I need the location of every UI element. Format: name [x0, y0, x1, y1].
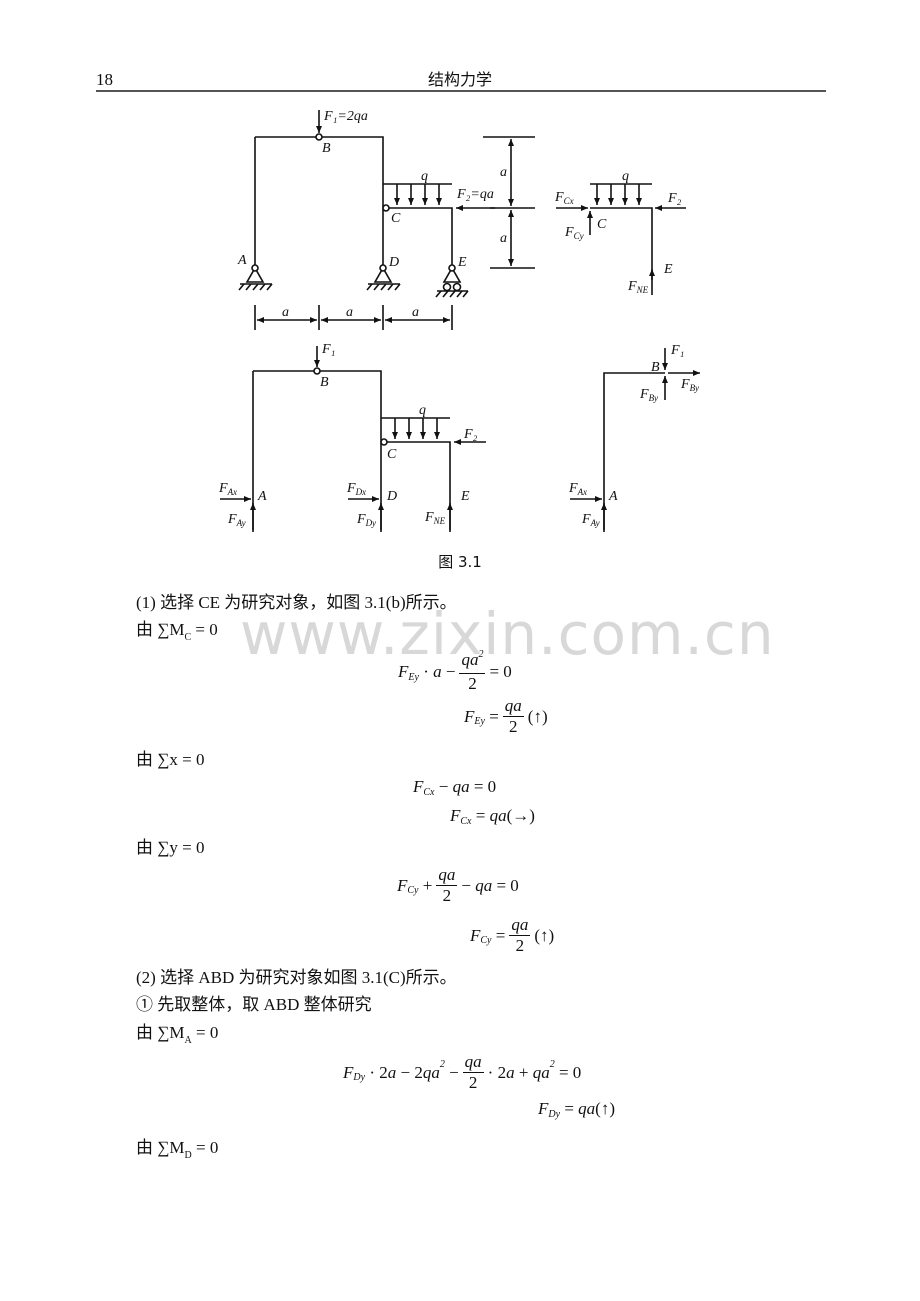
label-fdy-sub: Dy [365, 518, 377, 528]
label-fcy-sub: Cy [574, 231, 584, 241]
dim-a-4: a [500, 165, 507, 180]
header-rule [96, 90, 826, 92]
svg-text:FCy: FCy [564, 225, 584, 241]
label-fay-d: F [581, 512, 591, 527]
watermark: www.zixin.com.cn [240, 600, 775, 668]
label-e-b: E [663, 262, 673, 277]
by-sum-md-label: 由 ∑M [136, 1138, 185, 1157]
label-a-point: A [237, 253, 247, 268]
label-f2-c: F₂ [463, 427, 478, 442]
figure-caption: 图 3.1 [438, 553, 482, 571]
by-sum-ma-eq: = 0 [191, 1023, 219, 1042]
svg-text:FDy: FDy [356, 512, 376, 528]
label-fay: F [227, 512, 237, 527]
dim-a-5: a [500, 231, 507, 246]
label-q-c: q [419, 403, 426, 418]
by-sum-md-sub: D [184, 1150, 192, 1161]
running-title: 结构力学 [427, 70, 492, 89]
label-f1-c: F₁ [321, 342, 335, 357]
label-d-c: D [386, 489, 397, 504]
label-d: D [388, 255, 399, 270]
by-sum-md: 由 ∑MD = 0 [136, 1133, 219, 1161]
svg-text:FAx: FAx [568, 481, 587, 497]
label-fby-sub: By [649, 393, 659, 403]
by-sum-mc: 由 ∑MC = 0 [136, 615, 218, 643]
step-1-text: (1) 选择 CE 为研究对象，如图 3.1(b)所示。 [136, 593, 457, 612]
label-fcy: F [564, 225, 574, 240]
label-a-d: A [608, 489, 618, 504]
dim-a-2: a [346, 305, 353, 320]
by-sum-md-eq: = 0 [191, 1138, 219, 1157]
label-a-c: A [257, 489, 267, 504]
label-fby-h: F [680, 377, 690, 392]
svg-text:FBy: FBy [680, 377, 699, 393]
label-fne-sub: NE [636, 285, 649, 295]
label-fne: F [627, 279, 637, 294]
svg-text:FBy: FBy [639, 387, 658, 403]
label-c: C [391, 211, 401, 226]
dim-a-1: a [282, 305, 289, 320]
label-fcx-sub: Cx [564, 196, 574, 206]
by-sum-mc-label: 由 ∑M [136, 620, 185, 639]
by-sum-mc-eq: = 0 [191, 620, 218, 639]
label-fdx: F [346, 481, 356, 496]
label-fax: F [218, 481, 228, 496]
svg-text:FNE: FNE [627, 279, 649, 295]
svg-text:FAy: FAy [227, 512, 246, 528]
label-fax-d: F [568, 481, 578, 496]
figure-3-1: F₁=2qa B q F₂=qa C A D E a a a a a q FCx… [218, 109, 700, 532]
label-fdx-sub: Dx [355, 487, 367, 497]
label-fby-h-sub: By [690, 383, 700, 393]
label-q-b: q [622, 169, 629, 184]
step-2-text: (2) 选择 ABD 为研究对象如图 3.1(C)所示。 [136, 968, 457, 987]
label-fax-d-sub: Ax [577, 487, 588, 497]
label-c-c: C [387, 447, 397, 462]
dim-a-3: a [412, 305, 419, 320]
label-b: B [322, 141, 331, 156]
label-q: q [421, 169, 428, 184]
frame-ce [383, 207, 453, 268]
label-c-b: C [597, 217, 607, 232]
step-2a-text: ① 先取整体，取 ABD 整体研究 [136, 995, 372, 1014]
svg-text:FAy: FAy [581, 512, 600, 528]
label-f2-eq: F₂=qa [456, 187, 494, 202]
by-sum-y: 由 ∑y = 0 [136, 838, 205, 857]
label-f2-b: F₂ [667, 191, 682, 206]
by-sum-x: 由 ∑x = 0 [136, 750, 205, 769]
label-f1-eq: F₁=2qa [323, 109, 368, 124]
by-sum-ma: 由 ∑MA = 0 [136, 1018, 219, 1046]
label-fcx: F [554, 190, 564, 205]
by-sum-mc-sub: C [184, 632, 192, 643]
svg-text:FDx: FDx [346, 481, 366, 497]
label-fdy: F [356, 512, 366, 527]
label-b-c: B [320, 375, 329, 390]
svg-text:FAx: FAx [218, 481, 237, 497]
by-sum-ma-label: 由 ∑M [136, 1023, 185, 1042]
label-fne-c: F [424, 510, 434, 525]
label-fay-d-sub: Ay [590, 518, 600, 528]
label-b-d: B [651, 360, 660, 375]
svg-text:FCx: FCx [554, 190, 574, 206]
by-sum-ma-sub: A [184, 1035, 192, 1046]
label-fay-sub: Ay [236, 518, 246, 528]
label-fne-c-sub: NE [433, 516, 446, 526]
label-fax-sub: Ax [227, 487, 238, 497]
page-number: 18 [96, 70, 113, 89]
svg-text:FNE: FNE [424, 510, 446, 526]
label-fby: F [639, 387, 649, 402]
frame-abd-top [255, 136, 384, 268]
label-e-c: E [460, 489, 470, 504]
label-e: E [457, 255, 467, 270]
label-f1-d: F₁ [670, 343, 684, 358]
